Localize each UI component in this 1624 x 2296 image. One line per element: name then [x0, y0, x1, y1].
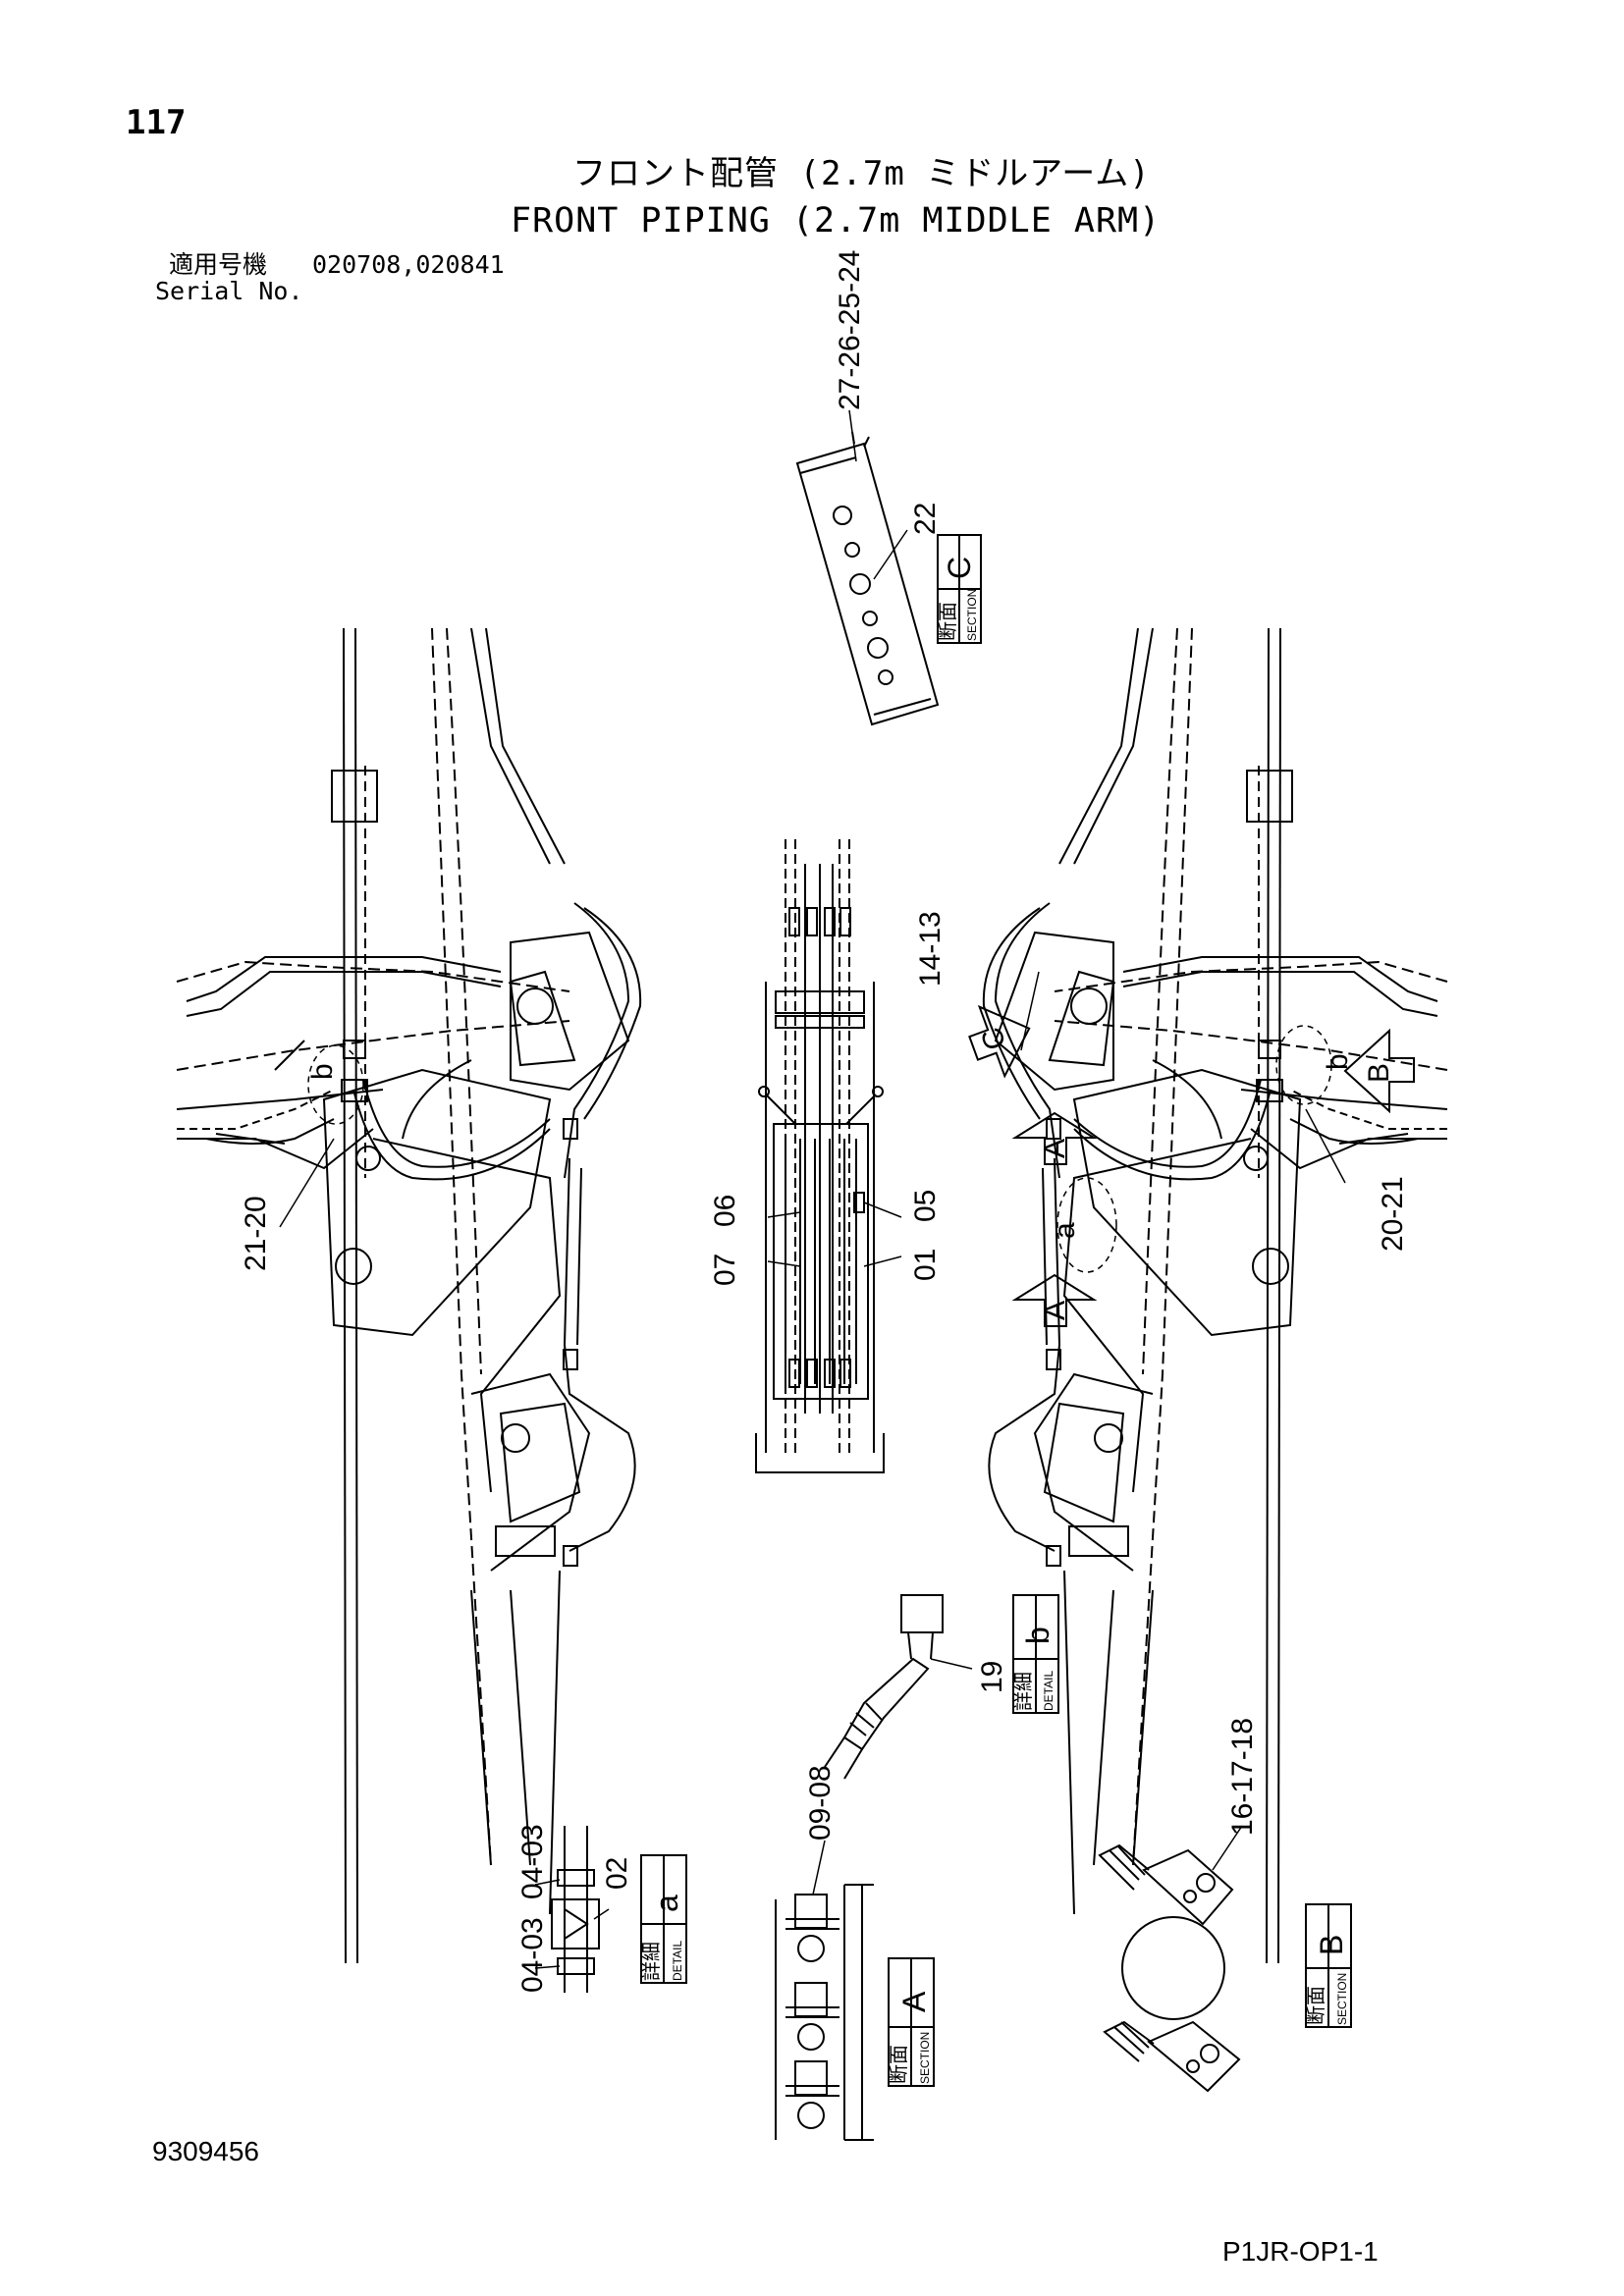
- section-c-letter: C: [942, 557, 977, 579]
- view-arrow-b: [1343, 1028, 1415, 1114]
- detail-a-label-box: [640, 1854, 687, 1984]
- callout-21-20-left: 21-20: [240, 1196, 272, 1271]
- callout-01: 01: [909, 1249, 942, 1281]
- section-a-label-box: [888, 1957, 935, 2087]
- section-b-letter: B: [1314, 1935, 1349, 1955]
- callout-20-21-right: 20-21: [1377, 1176, 1409, 1252]
- title-english: FRONT PIPING (2.7m MIDDLE ARM): [511, 201, 1162, 240]
- callout-05: 05: [909, 1190, 942, 1222]
- leader-24-27: [848, 409, 857, 462]
- detail-a-caption: DETAIL: [671, 1941, 684, 1981]
- detail-a-coupling: [551, 1826, 600, 1993]
- callout-27-24: 27-26-25-24: [834, 250, 866, 410]
- callout-04-03-top: 04-03: [516, 1824, 549, 1899]
- leader-22: [873, 529, 908, 580]
- section-c-label-box: [937, 534, 982, 644]
- view-arrow-b-letter: B: [1363, 1063, 1395, 1083]
- sheet-code: P1JR-OP1-1: [1222, 2236, 1379, 2267]
- serial-label-english: Serial No.: [155, 277, 303, 305]
- detail-b-letter: b: [1020, 1627, 1056, 1644]
- center-hose-bundle: [755, 839, 885, 1473]
- section-c-caption: SECTION: [965, 589, 979, 641]
- section-b-kanji: 断面: [1305, 1986, 1327, 2025]
- callout-04-03-bottom: 04-03: [516, 1917, 549, 1993]
- left-boom-assembly: [176, 627, 642, 1964]
- callout-06: 06: [709, 1195, 741, 1227]
- section-a-kanji: 断面: [888, 2045, 910, 2084]
- view-arrow-a-upper-letter: A: [1039, 1139, 1071, 1158]
- callout-14-13: 14-13: [914, 911, 947, 987]
- page-number: 117: [126, 103, 187, 142]
- leader-20-21-right: [1305, 1108, 1346, 1184]
- serial-label-japanese: 適用号機: [169, 250, 268, 279]
- serial-values: 020708,020841: [312, 250, 505, 279]
- callout-09-08: 09-08: [804, 1765, 837, 1841]
- leader-16-18: [1212, 1825, 1243, 1871]
- section-a-caption: SECTION: [918, 2032, 932, 2084]
- detail-b-kanji: 詳細: [1012, 1672, 1035, 1711]
- right-boom-assembly: [982, 627, 1448, 1964]
- leader-09-08: [812, 1840, 826, 1896]
- label-b-left: b: [306, 1063, 339, 1080]
- view-arrow-a-lower-letter: A: [1039, 1301, 1071, 1320]
- section-c-kanji: 断面: [937, 602, 959, 641]
- section-b-clamps: [1098, 1843, 1241, 2093]
- leader-21-20-left: [279, 1138, 335, 1228]
- section-a-clamps: [775, 1884, 874, 2141]
- right-detail-b-marker: [1275, 1025, 1332, 1105]
- leader-19: [930, 1658, 973, 1670]
- view-arrow-a-lower: [1011, 1273, 1098, 1327]
- callout-22: 22: [909, 503, 942, 535]
- title-japanese: フロント配管 (2.7m ミドルアーム): [572, 154, 1151, 193]
- section-a-letter: A: [896, 1991, 932, 2012]
- leaders-detail-a: [534, 1879, 610, 1969]
- detail-b-label-box: [1012, 1594, 1059, 1714]
- callout-07: 07: [709, 1254, 741, 1286]
- detail-b-caption: DETAIL: [1042, 1671, 1056, 1711]
- detail-a-marker: [1056, 1177, 1117, 1273]
- detail-a-kanji: 詳細: [640, 1942, 663, 1981]
- label-b-right: b: [1322, 1053, 1354, 1070]
- detail-b-fitting: [824, 1594, 944, 1780]
- section-b-caption: SECTION: [1335, 1973, 1349, 2025]
- leaders-center: [767, 1201, 902, 1267]
- label-a-circle: a: [1049, 1222, 1081, 1239]
- section-b-label-box: [1305, 1903, 1352, 2028]
- left-detail-b-marker: [307, 1044, 364, 1125]
- callout-02: 02: [601, 1857, 633, 1890]
- section-c-bracket: [795, 431, 940, 726]
- view-arrow-a-upper: [1011, 1111, 1098, 1165]
- document-number: 9309456: [152, 2136, 260, 2166]
- detail-a-letter: a: [649, 1895, 684, 1912]
- callout-19: 19: [976, 1661, 1008, 1693]
- callout-16-18: 16-17-18: [1226, 1718, 1259, 1836]
- view-arrow-c: [968, 1004, 1031, 1079]
